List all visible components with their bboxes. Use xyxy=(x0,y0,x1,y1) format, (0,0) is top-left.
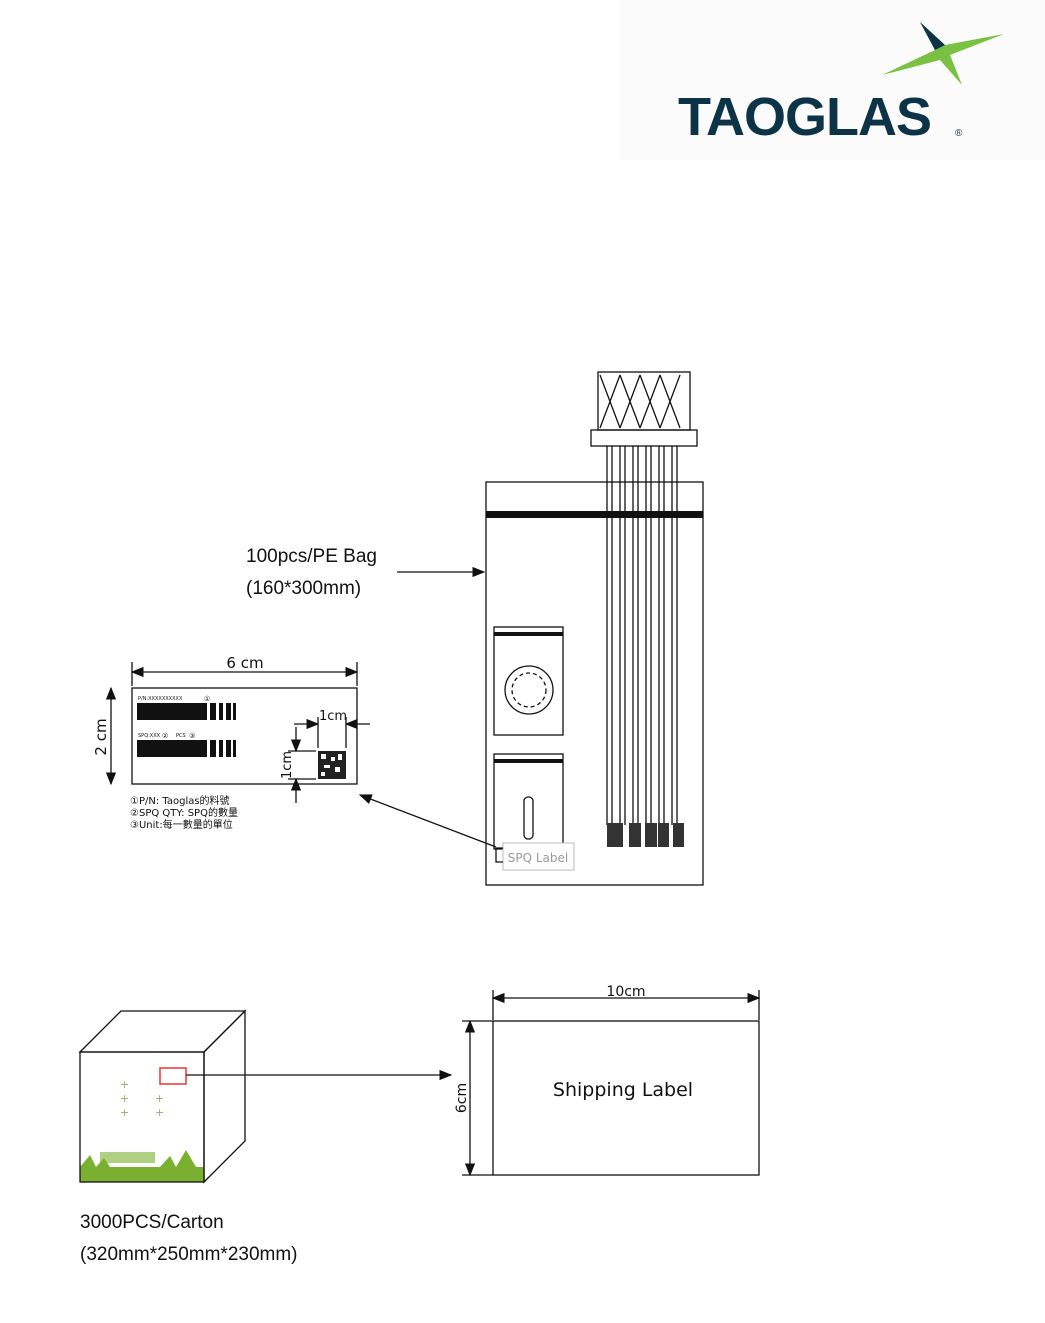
shipping-label: 10cm 6cm Shipping Label xyxy=(454,984,761,1177)
label-width-dim: 6 cm xyxy=(226,654,263,672)
svg-text:+: + xyxy=(120,1078,129,1091)
logo-registered: ® xyxy=(955,128,963,139)
label-height-dim: 2 cm xyxy=(92,718,110,755)
spq-field: SPQ:XXX xyxy=(138,733,161,739)
svg-text:+: + xyxy=(120,1092,129,1105)
gear-icon xyxy=(504,665,554,715)
shipping-height-dim: 6cm xyxy=(454,1083,470,1113)
svg-text:+: + xyxy=(120,1106,129,1119)
legend-spq: ②SPQ QTY: SPQ的數量 xyxy=(130,806,238,819)
svg-text:+: + xyxy=(155,1106,164,1119)
carton-label-marker xyxy=(159,1067,187,1085)
legend-unit: ③Unit:每一數量的單位 xyxy=(130,818,233,831)
shipping-width-dim: 10cm xyxy=(606,984,645,1000)
pcs-marker: ③ xyxy=(189,732,195,740)
pcs-field: PCS xyxy=(176,733,186,739)
pn-marker: ① xyxy=(204,695,210,703)
spq-marker: ② xyxy=(162,732,168,740)
carton-box: +++ ++ xyxy=(78,1009,247,1184)
barcode-spq xyxy=(137,740,236,757)
barcode-pn xyxy=(137,703,236,720)
logo-text: TAOGLAS xyxy=(678,87,931,147)
spq-label-tag: SPQ Label xyxy=(508,851,569,865)
qr-code-icon xyxy=(318,751,346,779)
pn-field: P/N:XXXXXXXXXX xyxy=(138,696,183,702)
taoglas-logo: TAOGLAS ® xyxy=(620,0,1045,160)
spq-label-detail: 6 cm 2 cm P/N:XXXXXXXXXX ① SPQ:XXX ② PCS… xyxy=(92,654,370,831)
logo-star-icon xyxy=(882,22,1004,85)
pe-bag: SPQ Label xyxy=(485,371,704,886)
qr-height-dim: 1cm xyxy=(280,751,295,779)
legend-pn: ①P/N: Taoglas的料號 xyxy=(130,794,230,807)
carton-qty-label: 3000PCS/Carton xyxy=(80,1212,224,1233)
svg-text:+: + xyxy=(155,1092,164,1105)
bag-qty-label: 100pcs/PE Bag xyxy=(246,546,377,567)
qr-width-dim: 1cm xyxy=(319,709,347,724)
shipping-label-text: Shipping Label xyxy=(553,1079,693,1101)
carton-size-label: (320mm*250mm*230mm) xyxy=(80,1244,298,1265)
bag-size-label: (160*300mm) xyxy=(246,578,361,599)
